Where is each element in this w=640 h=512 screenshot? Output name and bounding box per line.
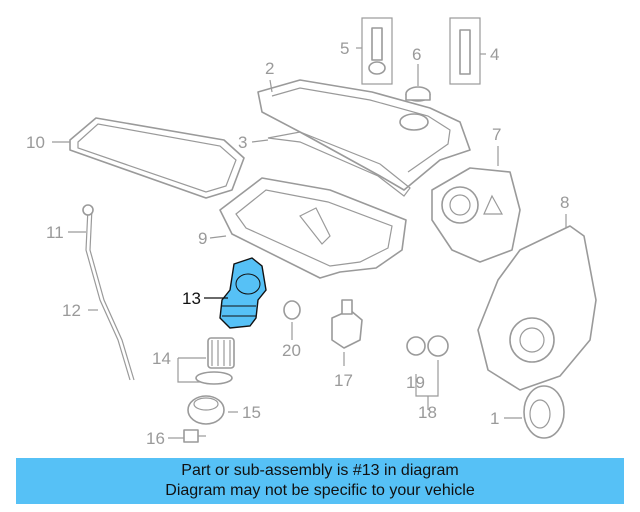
part-13-filter-housing[interactable] bbox=[219, 257, 267, 329]
part-19-o-ring[interactable] bbox=[406, 336, 426, 356]
callout-8: 8 bbox=[560, 193, 569, 212]
part-1-pulley[interactable] bbox=[523, 385, 565, 439]
callout-5: 5 bbox=[340, 39, 349, 58]
callout-11: 11 bbox=[46, 223, 64, 242]
banner-line-2: Diagram may not be specific to your vehi… bbox=[165, 482, 475, 499]
part-18-o-ring[interactable] bbox=[427, 335, 449, 357]
part-5-bolt[interactable] bbox=[361, 17, 393, 85]
part-16-sensor[interactable] bbox=[183, 429, 206, 443]
callout-1: 1 bbox=[490, 409, 499, 428]
part-14-oil-filter[interactable] bbox=[195, 337, 235, 385]
part-8-lower-cover[interactable] bbox=[477, 225, 597, 391]
part-3-cover-gasket[interactable] bbox=[267, 131, 411, 197]
callout-10: 10 bbox=[26, 133, 45, 152]
part-9-oil-pan[interactable] bbox=[219, 177, 407, 279]
leader-lines bbox=[52, 47, 567, 439]
info-banner: Part or sub-assembly is #13 in diagram D… bbox=[16, 458, 624, 504]
callout-12: 12 bbox=[62, 301, 81, 320]
callout-19: 19 bbox=[406, 373, 425, 392]
callout-9: 9 bbox=[198, 229, 207, 248]
part-2-valve-cover[interactable] bbox=[257, 79, 471, 191]
callout-14: 14 bbox=[152, 349, 171, 368]
callout-13: 13 bbox=[182, 289, 201, 308]
callout-15: 15 bbox=[242, 403, 261, 422]
parts-diagram: 1 2 3 4 5 6 7 8 9 10 11 12 13 14 15 16 1… bbox=[26, 17, 597, 448]
callout-6: 6 bbox=[412, 45, 421, 64]
banner-line-1: Part or sub-assembly is #13 in diagram bbox=[181, 462, 459, 479]
callout-3: 3 bbox=[238, 133, 247, 152]
part-20-washer[interactable] bbox=[283, 300, 301, 320]
part-17-adapter[interactable] bbox=[331, 299, 363, 349]
callout-16: 16 bbox=[146, 429, 165, 448]
part-11-12-dipstick[interactable] bbox=[82, 204, 135, 381]
part-4-bolt[interactable] bbox=[449, 17, 481, 85]
callout-17: 17 bbox=[334, 371, 353, 390]
part-6-cap[interactable] bbox=[405, 86, 431, 102]
callout-2: 2 bbox=[265, 59, 274, 78]
callout-18: 18 bbox=[418, 403, 437, 422]
part-7-timing-cover[interactable] bbox=[431, 167, 521, 263]
callout-7: 7 bbox=[492, 125, 501, 144]
part-15-filter-cap[interactable] bbox=[187, 395, 225, 425]
callout-labels: 1 2 3 4 5 6 7 8 9 10 11 12 13 14 15 16 1… bbox=[26, 39, 569, 448]
part-10-gasket[interactable] bbox=[69, 117, 245, 199]
callout-20: 20 bbox=[282, 341, 301, 360]
callout-4: 4 bbox=[490, 45, 499, 64]
